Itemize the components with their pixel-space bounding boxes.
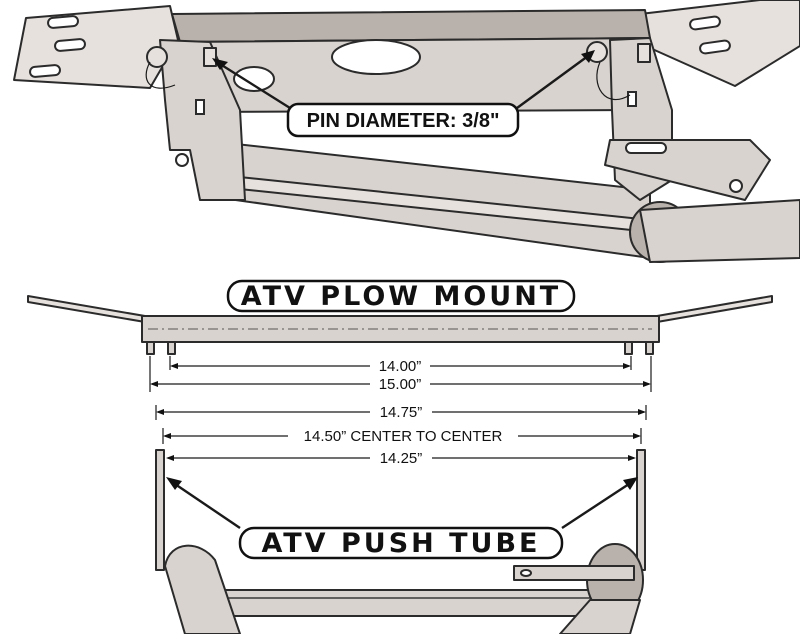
pin-callout-box [286, 102, 520, 138]
plow-mount-side-view [27, 295, 773, 355]
bracket-slot [627, 91, 637, 107]
arrowhead [581, 50, 595, 63]
push-tube-tab-right [636, 449, 646, 571]
plow-mount-title: ATV PLOW MOUNT [241, 281, 561, 312]
left-pin [145, 46, 217, 89]
dim-14-25: 14.25” [380, 450, 423, 467]
bracket-hole [175, 153, 189, 167]
arrowhead [156, 409, 164, 415]
wing-slot [47, 15, 79, 29]
arrowhead [638, 409, 646, 415]
hitch-receiver [513, 565, 635, 581]
center-plate-hole [331, 39, 421, 75]
push-tube-bar [189, 589, 621, 617]
push-tube-tab-left [155, 449, 165, 571]
wing-slot [29, 64, 61, 78]
wing-slot [689, 15, 721, 31]
dimensions: 14.00” 15.00” 14.75” 14.50” CENTER TO CE… [149, 356, 652, 467]
center-plate-side [141, 315, 660, 343]
hitch-plate [604, 139, 771, 201]
plow-mount-3d-view: PIN DIAMETER: 3/8" [13, 0, 800, 263]
pin-diameter-label: PIN DIAMETER: 3/8" [307, 110, 500, 132]
dim-14-50: 14.50” CENTER TO CENTER [304, 428, 503, 445]
push-tube-title: ATV PUSH TUBE [261, 528, 540, 559]
dim-15-00: 15.00” [379, 376, 422, 393]
bracket-slot [195, 99, 205, 115]
tube-leader-right [561, 480, 633, 530]
mount-tab [167, 341, 176, 355]
center-plate-top [171, 9, 651, 43]
hitch-slot [625, 142, 667, 154]
wing-slot [54, 38, 86, 52]
arrowhead [150, 381, 158, 387]
left-wing-side [27, 295, 146, 323]
plow-mount-title-box [226, 279, 576, 313]
right-pin [586, 41, 651, 101]
push-tube-title-box [238, 526, 564, 560]
push-tube-left [164, 544, 241, 634]
arrowhead [628, 455, 636, 461]
mount-tab [645, 341, 654, 355]
arrowhead [643, 381, 651, 387]
tube-leader-left [171, 481, 241, 529]
right-wing-side [656, 295, 773, 323]
hitch-hole [729, 179, 743, 193]
center-plate-hole [233, 66, 275, 92]
push-tube-right [559, 599, 641, 634]
arrowhead [166, 455, 174, 461]
arrowhead [623, 363, 631, 369]
arrowhead [170, 363, 178, 369]
arrowhead [163, 433, 171, 439]
dim-14-00: 14.00” [379, 358, 422, 375]
pin-leader-right [516, 55, 589, 109]
mount-tab [624, 341, 633, 355]
arrowhead [633, 433, 641, 439]
arrowhead [166, 477, 182, 490]
hitch-hole [520, 569, 532, 577]
push-tube-view: ATV PUSH TUBE [155, 449, 646, 634]
mount-tab [146, 341, 155, 355]
arrowhead [623, 477, 638, 490]
dim-14-75: 14.75” [380, 404, 423, 421]
wing-slot [699, 39, 731, 55]
pin-leader-left [219, 62, 291, 110]
tube-side-right [639, 199, 800, 263]
arrowhead [212, 58, 228, 70]
